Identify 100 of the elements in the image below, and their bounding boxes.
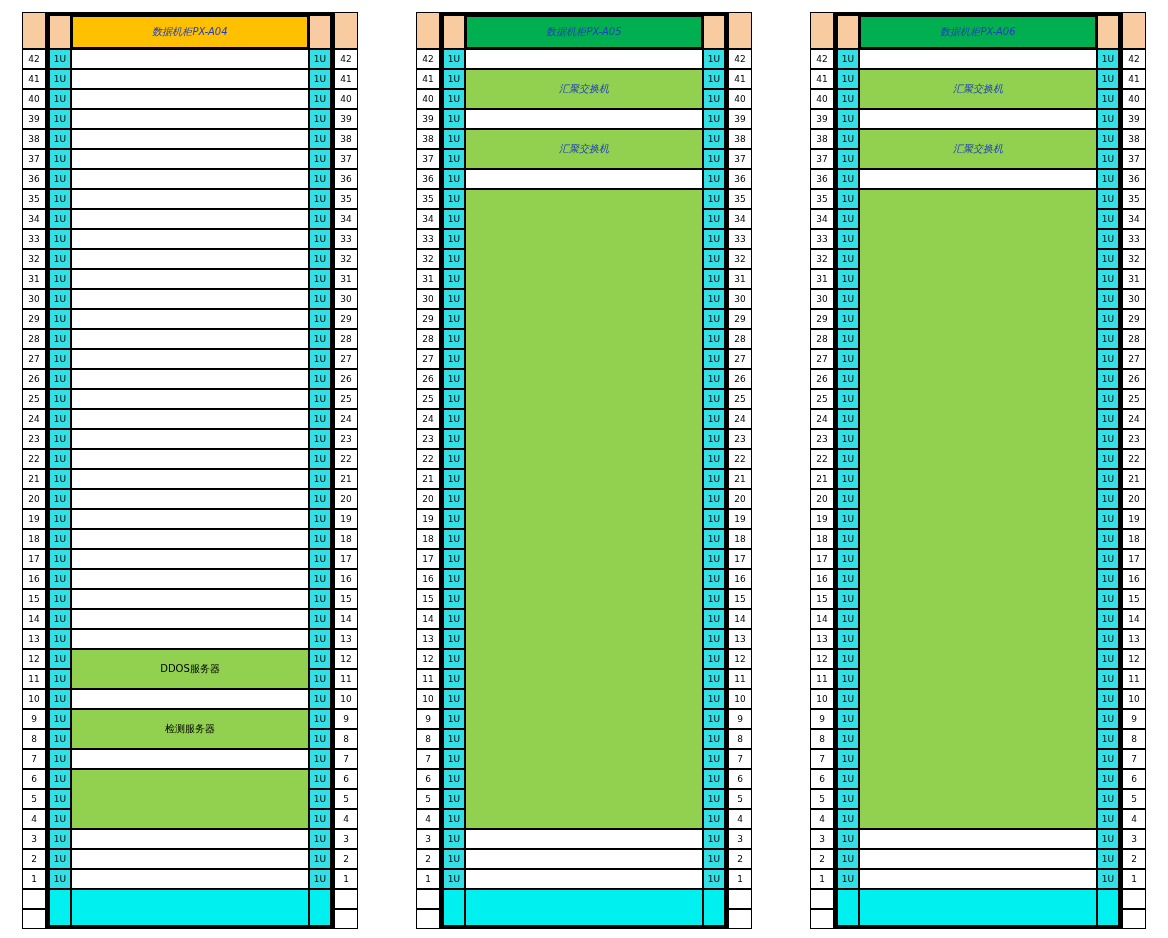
rack-title: 数据机柜PX-A04 <box>71 15 309 49</box>
unit-label: 1U <box>49 629 71 649</box>
unit-label: 1U <box>837 89 859 109</box>
unit-label: 1U <box>309 209 331 229</box>
unit-label: 1U <box>309 809 331 829</box>
unit-label: 1U <box>837 509 859 529</box>
u-number: 32 <box>334 249 358 269</box>
u-number: 21 <box>22 469 46 489</box>
u-number: 3 <box>1122 829 1146 849</box>
u-number: 25 <box>728 389 752 409</box>
u-number: 21 <box>810 469 834 489</box>
unit-label: 1U <box>1097 229 1119 249</box>
unit-label: 1U <box>309 109 331 129</box>
unit-label: 1U <box>837 109 859 129</box>
unit-label: 1U <box>309 269 331 289</box>
u-number: 20 <box>810 489 834 509</box>
u-number: 32 <box>22 249 46 269</box>
unit-label: 1U <box>1097 369 1119 389</box>
unit-label: 1U <box>1097 329 1119 349</box>
unit-label: 1U <box>49 609 71 629</box>
u-number: 23 <box>22 429 46 449</box>
u-number: 36 <box>334 169 358 189</box>
u-number: 33 <box>22 229 46 249</box>
unit-label: 1U <box>703 469 725 489</box>
u-number: 24 <box>22 409 46 429</box>
u-number: 38 <box>334 129 358 149</box>
u-number: 6 <box>728 769 752 789</box>
u-number: 14 <box>1122 609 1146 629</box>
unit-label: 1U <box>837 529 859 549</box>
unit-label: 1U <box>443 709 465 729</box>
u-number: 20 <box>334 489 358 509</box>
unit-label: 1U <box>703 389 725 409</box>
u-number: 27 <box>728 349 752 369</box>
u-number: 22 <box>334 449 358 469</box>
unit-label: 1U <box>443 349 465 369</box>
u-number: 16 <box>334 569 358 589</box>
unit-label: 1U <box>309 869 331 889</box>
unit-label: 1U <box>309 429 331 449</box>
u-number: 11 <box>334 669 358 689</box>
unit-label: 1U <box>703 629 725 649</box>
unit-label: 1U <box>309 89 331 109</box>
u-number: 9 <box>728 709 752 729</box>
u-number: 1 <box>728 869 752 889</box>
u-number: 30 <box>334 289 358 309</box>
u-number: 1 <box>22 869 46 889</box>
unit-label: 1U <box>703 649 725 669</box>
u-number: 34 <box>334 209 358 229</box>
unit-label: 1U <box>703 149 725 169</box>
unit-label: 1U <box>49 749 71 769</box>
unit-label: 1U <box>837 729 859 749</box>
u-number: 18 <box>416 529 440 549</box>
unit-label: 1U <box>443 409 465 429</box>
u-number: 30 <box>22 289 46 309</box>
unit-label: 1U <box>443 749 465 769</box>
unit-label: 1U <box>837 669 859 689</box>
unit-label: 1U <box>1097 269 1119 289</box>
unit-label: 1U <box>49 729 71 749</box>
unit-label: 1U <box>837 629 859 649</box>
unit-label: 1U <box>703 349 725 369</box>
u-number: 9 <box>334 709 358 729</box>
u-number: 28 <box>22 329 46 349</box>
unit-label: 1U <box>1097 509 1119 529</box>
u-number: 17 <box>416 549 440 569</box>
unit-label: 1U <box>309 229 331 249</box>
unit-label: 1U <box>49 169 71 189</box>
unit-label: 1U <box>837 569 859 589</box>
u-number: 16 <box>810 569 834 589</box>
u-number: 5 <box>1122 789 1146 809</box>
unit-label: 1U <box>1097 789 1119 809</box>
u-number: 31 <box>416 269 440 289</box>
u-number: 39 <box>728 109 752 129</box>
unit-label: 1U <box>703 429 725 449</box>
u-number: 28 <box>416 329 440 349</box>
unit-label: 1U <box>49 189 71 209</box>
unit-label: 1U <box>309 249 331 269</box>
unit-label: 1U <box>443 869 465 889</box>
device-box <box>465 189 703 829</box>
u-number: 19 <box>728 509 752 529</box>
unit-label: 1U <box>309 129 331 149</box>
unit-label: 1U <box>837 769 859 789</box>
unit-label: 1U <box>443 729 465 749</box>
unit-label: 1U <box>49 849 71 869</box>
u-number: 42 <box>22 49 46 69</box>
u-number: 11 <box>728 669 752 689</box>
unit-label: 1U <box>1097 249 1119 269</box>
device-box <box>71 769 309 829</box>
unit-label: 1U <box>443 429 465 449</box>
unit-label: 1U <box>1097 829 1119 849</box>
unit-label: 1U <box>309 729 331 749</box>
unit-label: 1U <box>703 89 725 109</box>
u-number: 2 <box>1122 849 1146 869</box>
unit-label: 1U <box>443 89 465 109</box>
u-number: 14 <box>728 609 752 629</box>
unit-label: 1U <box>49 689 71 709</box>
rack-title: 数据机柜PX-A06 <box>859 15 1097 49</box>
u-number: 26 <box>22 369 46 389</box>
unit-label: 1U <box>443 289 465 309</box>
unit-label: 1U <box>309 849 331 869</box>
u-number: 5 <box>22 789 46 809</box>
unit-label: 1U <box>443 629 465 649</box>
